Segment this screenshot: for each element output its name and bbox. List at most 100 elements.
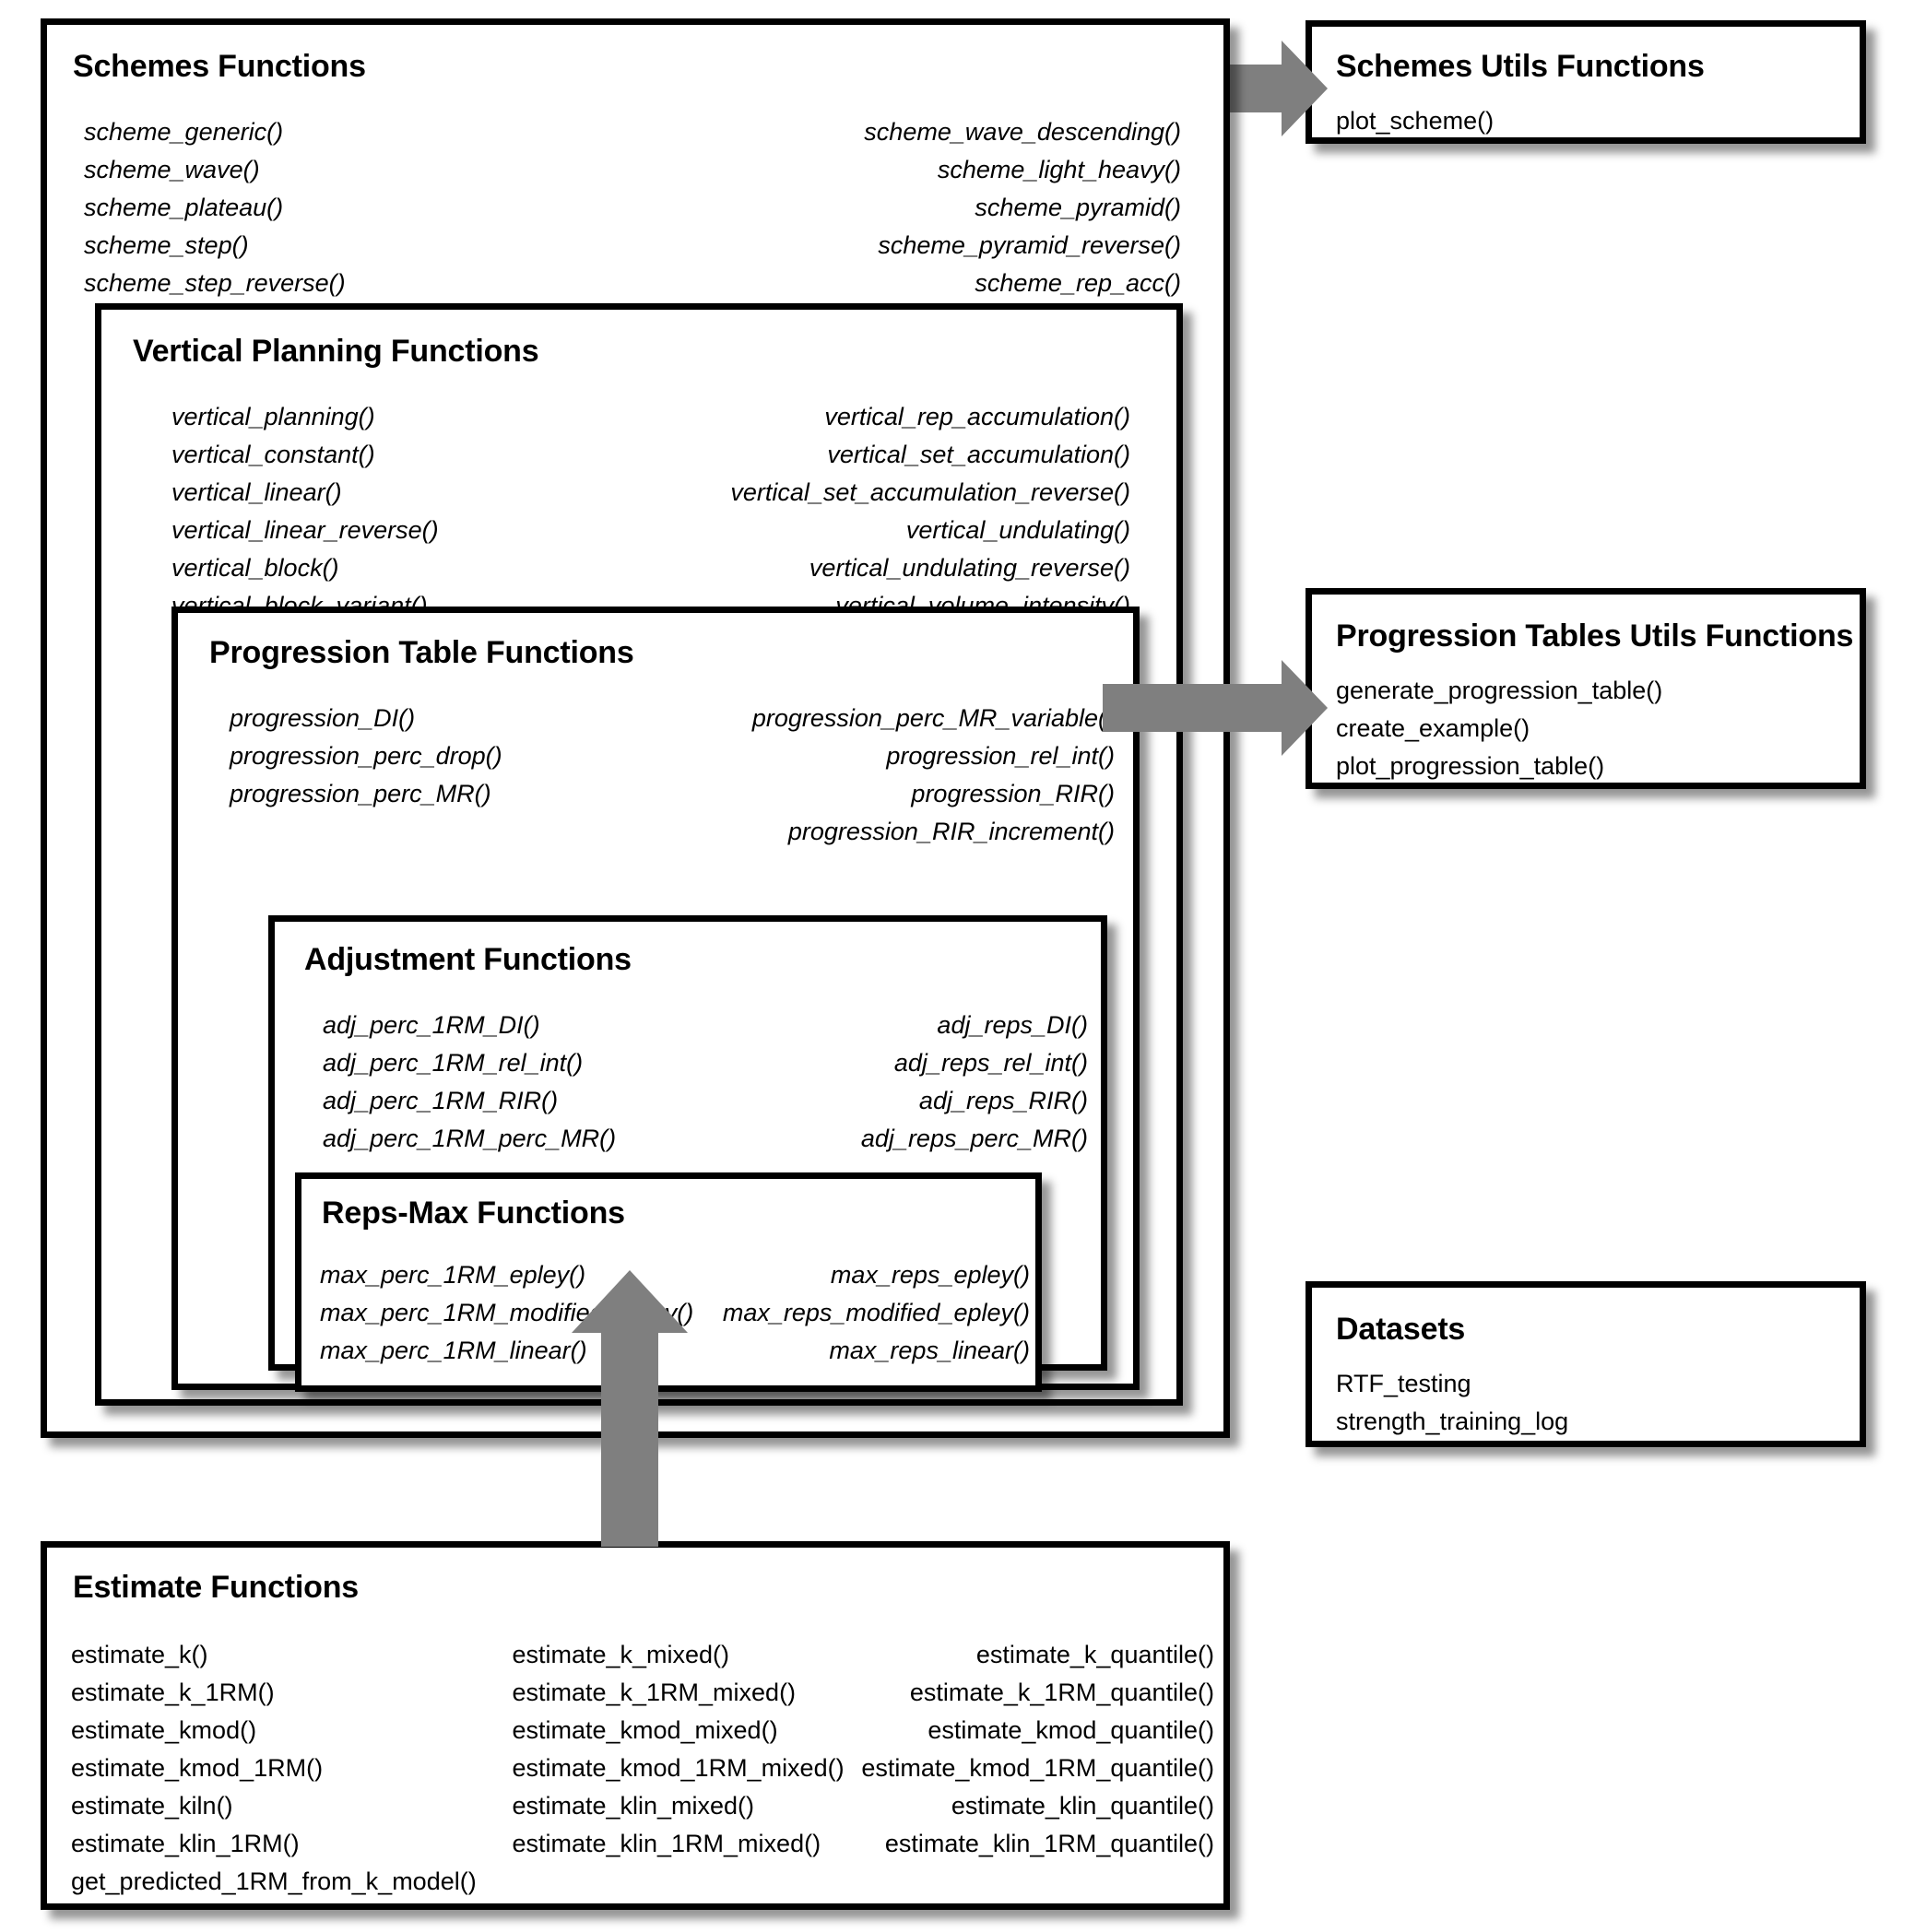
progression-left-column: progression_DI() progression_perc_drop()… (230, 700, 502, 851)
function-name: estimate_kiln() (71, 1792, 233, 1820)
function-name: scheme_rep_acc() (975, 269, 1181, 298)
vertical-right-column: vertical_rep_accumulation() vertical_set… (730, 398, 1130, 625)
function-name: estimate_klin_1RM_quantile() (884, 1830, 1214, 1858)
estimate-functions-columns: estimate_k() estimate_k_1RM() estimate_k… (71, 1636, 1214, 1901)
function-name: plot_scheme() (1336, 107, 1495, 135)
adjustment-right-column: adj_reps_DI() adj_reps_rel_int() adj_rep… (861, 1007, 1088, 1158)
adjustment-functions-title: Adjustment Functions (304, 942, 632, 977)
arrow-up-icon (572, 1270, 688, 1547)
reps-max-columns: max_perc_1RM_epley() max_perc_1RM_modifi… (320, 1256, 1030, 1370)
function-name: max_reps_linear() (829, 1337, 1030, 1365)
function-name: adj_perc_1RM_DI() (323, 1011, 540, 1039)
function-name: scheme_generic() (84, 118, 284, 146)
schemes-utils-functions-box: Schemes Utils Functions plot_scheme() (1306, 20, 1866, 144)
progression-right-column: progression_perc_MR_variable() progressi… (752, 700, 1115, 851)
schemes-utils-list: plot_scheme() (1336, 102, 1494, 140)
progression-table-functions-box: Progression Table Functions progression_… (171, 607, 1140, 1392)
datasets-title: Datasets (1336, 1312, 1466, 1347)
function-name: adj_perc_1RM_RIR() (323, 1087, 559, 1115)
function-name: adj_reps_DI() (937, 1011, 1088, 1039)
adjustment-columns: adj_perc_1RM_DI() adj_perc_1RM_rel_int()… (323, 1007, 1088, 1158)
function-name: progression_rel_int() (886, 742, 1115, 771)
function-name: max_reps_epley() (830, 1261, 1030, 1289)
function-name: progression_RIR_increment() (787, 818, 1115, 846)
function-name: scheme_step_reverse() (84, 269, 346, 298)
function-name: estimate_kmod_quantile() (927, 1716, 1214, 1745)
arrow-right-icon (1103, 660, 1328, 756)
schemes-left-column: scheme_generic() scheme_wave() scheme_pl… (84, 113, 346, 302)
adjustment-functions-box: Adjustment Functions adj_perc_1RM_DI() a… (268, 915, 1107, 1392)
function-name: adj_perc_1RM_rel_int() (323, 1049, 584, 1078)
estimate-column-3: estimate_k_quantile() estimate_k_1RM_qua… (861, 1636, 1214, 1901)
function-name: vertical_rep_accumulation() (824, 403, 1130, 430)
function-name: vertical_block() (171, 554, 339, 583)
arrow-right-icon (1211, 41, 1328, 136)
function-name: get_predicted_1RM_from_k_model() (71, 1867, 477, 1896)
reps-max-functions-title: Reps-Max Functions (322, 1196, 625, 1231)
estimate-column-2: estimate_k_mixed() estimate_k_1RM_mixed(… (512, 1636, 844, 1901)
estimate-functions-title: Estimate Functions (73, 1570, 360, 1605)
schemes-functions-title: Schemes Functions (73, 49, 366, 84)
function-name: adj_perc_1RM_perc_MR() (323, 1125, 617, 1153)
function-name: progression_perc_MR_variable() (751, 704, 1115, 732)
function-name: scheme_pyramid_reverse() (878, 231, 1181, 260)
progression-table-functions-title: Progression Table Functions (209, 635, 634, 670)
dataset-name: strength_training_log (1336, 1408, 1569, 1436)
function-name: estimate_kmod_1RM_quantile() (861, 1754, 1214, 1783)
schemes-utils-functions-title: Schemes Utils Functions (1336, 49, 1705, 84)
estimate-functions-box: Estimate Functions estimate_k() estimate… (41, 1541, 1230, 1910)
vertical-left-column: vertical_planning() vertical_constant() … (171, 398, 439, 625)
function-name: max_perc_1RM_epley() (320, 1261, 586, 1289)
function-name: vertical_constant() (171, 441, 375, 469)
progression-table-columns: progression_DI() progression_perc_drop()… (230, 700, 1115, 851)
reps-max-functions-box: Reps-Max Functions max_perc_1RM_epley() … (295, 1172, 1042, 1392)
function-name: scheme_wave() (84, 156, 260, 184)
function-name: plot_progression_table() (1336, 752, 1605, 781)
function-name: progression_perc_MR() (230, 780, 491, 808)
dataset-name: RTF_testing (1336, 1370, 1471, 1397)
function-name: estimate_k_1RM_mixed() (512, 1679, 797, 1707)
function-name: scheme_light_heavy() (937, 156, 1181, 184)
arrow-progression-to-progression-tables-utils (1103, 656, 1328, 760)
datasets-box: Datasets RTF_testing strength_training_l… (1306, 1281, 1866, 1447)
estimate-column-1: estimate_k() estimate_k_1RM() estimate_k… (71, 1636, 477, 1901)
function-name: vertical_undulating_reverse() (809, 554, 1130, 583)
progression-tables-utils-functions-box: Progression Tables Utils Functions gener… (1306, 588, 1866, 789)
progression-tables-utils-list: generate_progression_table() create_exam… (1336, 672, 1662, 785)
function-name: estimate_k_1RM_quantile() (909, 1679, 1214, 1707)
function-name: estimate_k_quantile() (975, 1641, 1214, 1668)
function-name: vertical_linear_reverse() (171, 516, 439, 545)
datasets-list: RTF_testing strength_training_log (1336, 1365, 1568, 1441)
function-name: estimate_k() (71, 1641, 208, 1668)
schemes-right-column: scheme_wave_descending() scheme_light_he… (864, 113, 1181, 302)
schemes-functions-box: Schemes Functions scheme_generic() schem… (41, 18, 1230, 1438)
function-name: generate_progression_table() (1336, 677, 1663, 704)
function-name: estimate_klin_1RM() (71, 1830, 300, 1858)
adjustment-left-column: adj_perc_1RM_DI() adj_perc_1RM_rel_int()… (323, 1007, 616, 1158)
function-name: scheme_pyramid() (975, 194, 1181, 222)
function-name: adj_reps_perc_MR() (860, 1125, 1088, 1153)
function-name: progression_DI() (230, 704, 416, 732)
function-name: estimate_kmod() (71, 1716, 257, 1745)
function-name: adj_reps_rel_int() (893, 1049, 1088, 1078)
function-name: estimate_k_mixed() (512, 1641, 730, 1668)
function-name: estimate_kmod_1RM_mixed() (512, 1754, 845, 1783)
function-name: estimate_k_1RM() (71, 1679, 275, 1707)
function-name: estimate_klin_quantile() (951, 1792, 1214, 1820)
arrow-estimate-to-repsmax (572, 1270, 688, 1547)
function-name: max_reps_modified_epley() (722, 1299, 1030, 1327)
function-name: estimate_klin_1RM_mixed() (512, 1830, 821, 1858)
function-name: progression_RIR() (911, 780, 1115, 808)
reps-max-left-column: max_perc_1RM_epley() max_perc_1RM_modifi… (320, 1256, 693, 1370)
function-name: adj_reps_RIR() (918, 1087, 1088, 1115)
progression-tables-utils-functions-title: Progression Tables Utils Functions (1336, 618, 1854, 654)
vertical-planning-functions-title: Vertical Planning Functions (133, 334, 539, 369)
arrow-schemes-to-schemes-utils (1211, 37, 1328, 140)
schemes-functions-columns: scheme_generic() scheme_wave() scheme_pl… (84, 113, 1181, 302)
function-name: vertical_set_accumulation() (827, 441, 1130, 469)
function-name: estimate_kmod_1RM() (71, 1754, 324, 1783)
function-name: progression_perc_drop() (230, 742, 502, 771)
vertical-planning-functions-box: Vertical Planning Functions vertical_pla… (95, 303, 1183, 1406)
function-name: max_perc_1RM_linear() (320, 1337, 587, 1365)
